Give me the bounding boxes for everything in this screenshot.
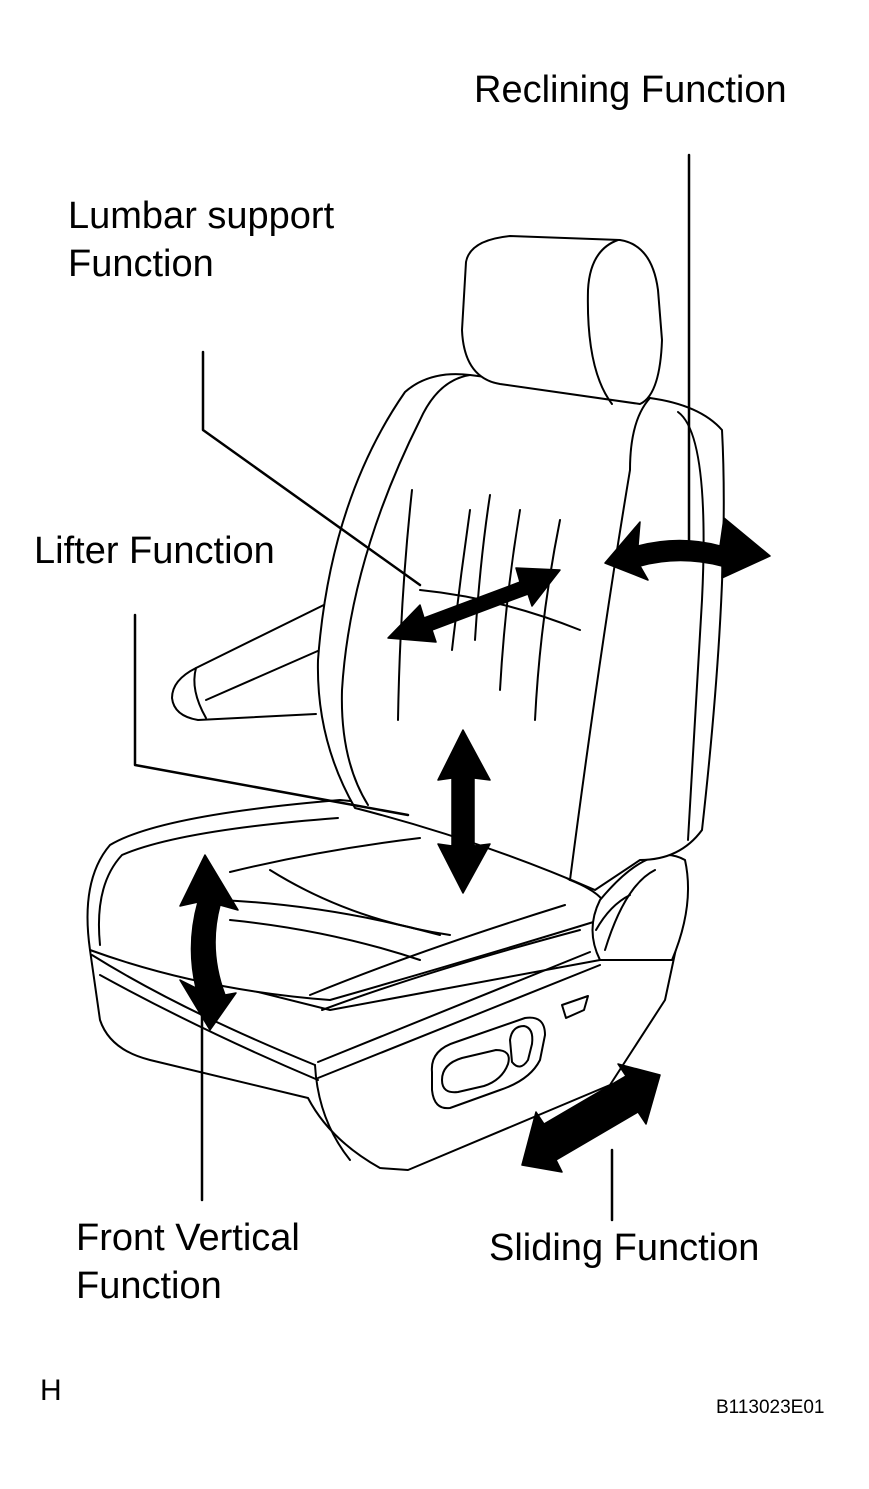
figure-code: B113023E01 (716, 1397, 825, 1418)
leader-lines (133, 153, 691, 1222)
front-vertical-function-label: Front Vertical Function (76, 1217, 300, 1307)
corner-letter: H (40, 1374, 62, 1407)
lifter-function-label: Lifter Function (34, 530, 275, 572)
reclining-arrow-icon (604, 517, 771, 581)
function-arrows (179, 517, 771, 1173)
lumbar-support-function-label: Lumbar support Function (68, 195, 335, 285)
seat-switch-panel (430, 995, 589, 1110)
seat-back (316, 373, 725, 891)
armrest (171, 597, 339, 721)
seat-base (89, 929, 681, 1171)
lifter-arrow-icon (437, 729, 491, 894)
front-vertical-arrow-icon (179, 854, 239, 1031)
lumbar-arrow-icon (387, 567, 561, 643)
sliding-arrow-icon (521, 1063, 661, 1173)
headrest (461, 235, 663, 405)
sliding-function-label: Sliding Function (489, 1227, 760, 1269)
reclining-function-label: Reclining Function (474, 69, 787, 111)
